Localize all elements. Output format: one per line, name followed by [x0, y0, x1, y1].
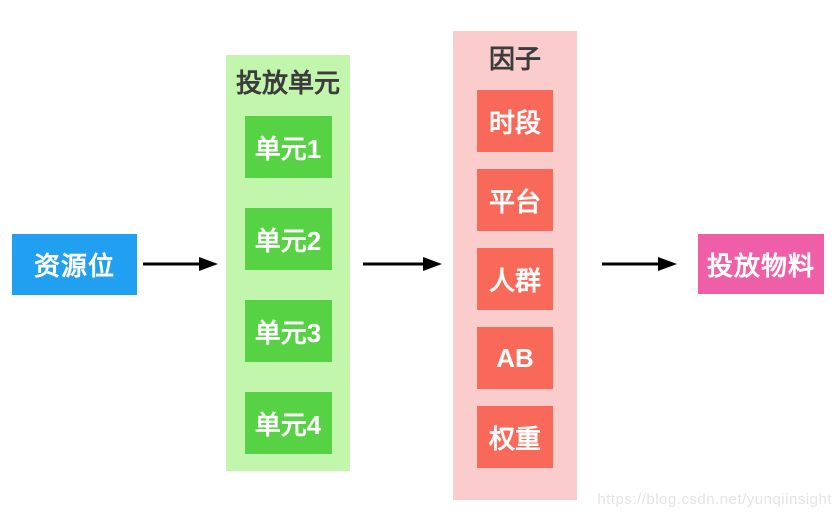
units-group: 投放单元 单元1 单元2 单元3 单元4 [226, 55, 350, 471]
unit-item-1: 单元1 [244, 116, 332, 178]
source-node-label: 资源位 [33, 251, 115, 281]
watermark-text: https://blog.csdn.net/yunqiinsight [597, 491, 832, 508]
target-node: 投放物料 [698, 234, 824, 294]
factor-item-2: 平台 [477, 169, 553, 231]
arrow-right-icon [143, 257, 218, 271]
factor-item-3: 人群 [477, 248, 553, 310]
unit-item-4: 单元4 [244, 392, 332, 454]
arrow-right-icon [363, 257, 442, 271]
target-node-label: 投放物料 [706, 250, 815, 281]
factor-item-5: 权重 [477, 406, 553, 468]
unit-item-2: 单元2 [244, 208, 332, 270]
units-group-title: 投放单元 [235, 68, 340, 98]
factors-group: 因子 时段 平台 人群 AB 权重 [453, 31, 577, 500]
factor-item-4: AB [477, 327, 553, 389]
factor-item-1: 时段 [477, 90, 553, 152]
arrow-right-icon [602, 257, 677, 271]
factors-group-title: 因子 [488, 44, 541, 74]
source-node: 资源位 [12, 234, 137, 295]
unit-item-3: 单元3 [244, 300, 332, 362]
